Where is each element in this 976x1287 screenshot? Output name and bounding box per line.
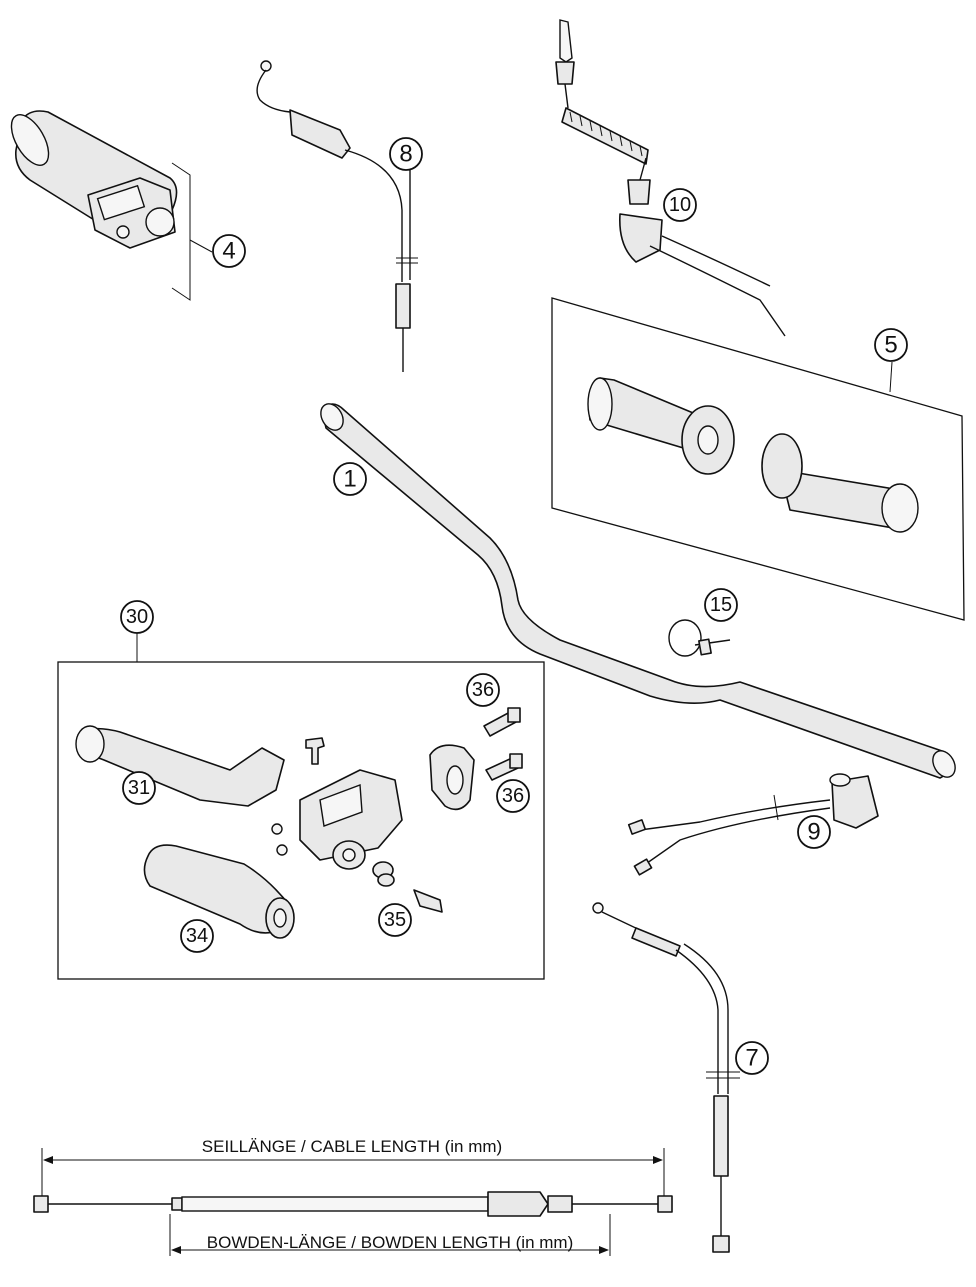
callout-31: 31 <box>122 771 156 805</box>
callout-36-top: 36 <box>466 673 500 707</box>
callout-30: 30 <box>120 600 154 634</box>
svg-text:36: 36 <box>472 679 494 701</box>
cable-length-label: SEILLÄNGE / CABLE LENGTH (in mm) <box>202 1137 502 1156</box>
svg-text:5: 5 <box>884 332 897 359</box>
clutch-lever-assembly <box>57 632 545 980</box>
bowden-length-label: BOWDEN-LÄNGE / BOWDEN LENGTH (in mm) <box>207 1233 573 1252</box>
svg-text:10: 10 <box>669 194 691 216</box>
callout-10: 10 <box>663 188 697 222</box>
svg-text:9: 9 <box>807 819 820 846</box>
callout-7: 7 <box>735 1041 769 1075</box>
svg-text:7: 7 <box>745 1045 758 1072</box>
svg-text:30: 30 <box>126 606 148 628</box>
callout-8: 8 <box>389 137 423 171</box>
svg-text:34: 34 <box>186 925 208 947</box>
svg-text:8: 8 <box>399 141 412 168</box>
callout-1: 1 <box>333 462 367 496</box>
callout-34: 34 <box>180 919 214 953</box>
callout-4: 4 <box>212 234 246 268</box>
handlebar <box>320 403 956 779</box>
clutch-cable <box>592 902 740 1253</box>
svg-text:35: 35 <box>384 909 406 931</box>
leader-lines <box>889 361 893 393</box>
grips-set <box>551 297 965 621</box>
svg-text:4: 4 <box>222 238 235 265</box>
cable-tie <box>668 619 731 657</box>
callout-35: 35 <box>378 903 412 937</box>
callout-9: 9 <box>797 815 831 849</box>
callout-15: 15 <box>704 588 738 622</box>
kill-switch-lanyard <box>555 19 786 337</box>
throttle-cable <box>256 60 418 372</box>
svg-text:15: 15 <box>710 594 732 616</box>
throttle-grip-assembly <box>10 110 213 301</box>
svg-text:36: 36 <box>502 785 524 807</box>
svg-text:1: 1 <box>343 466 356 493</box>
cable-length-dimension: SEILLÄNGE / CABLE LENGTH (in mm) BOWDEN-… <box>33 1137 673 1256</box>
callout-5: 5 <box>874 328 908 362</box>
switch-with-wires <box>627 773 879 876</box>
svg-text:31: 31 <box>128 777 150 799</box>
callout-36-bottom: 36 <box>496 779 530 813</box>
